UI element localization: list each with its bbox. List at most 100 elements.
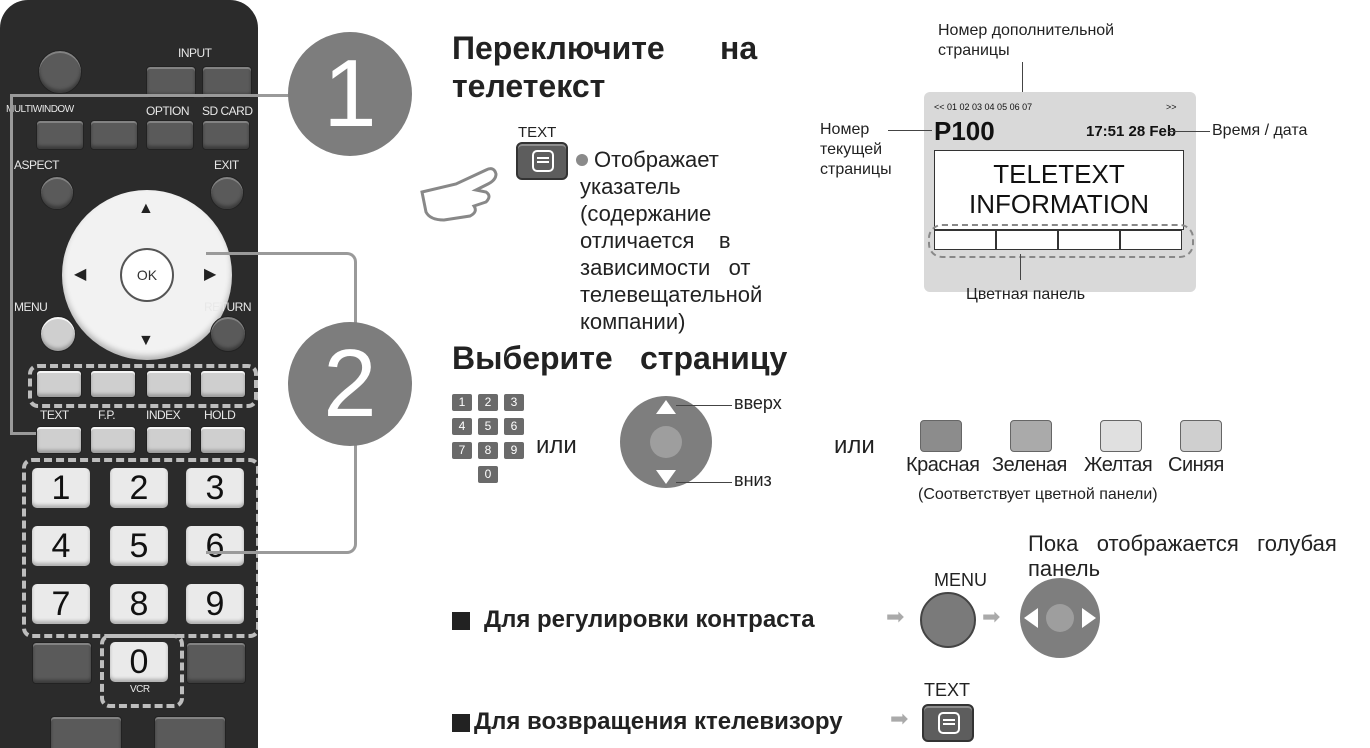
step-1-desc-2: (содержание [580, 201, 712, 226]
color-blue-label: Синяя [1168, 454, 1224, 476]
menu-label: MENU [14, 300, 48, 314]
red-button[interactable] [36, 370, 82, 398]
page-number: P100 [934, 116, 995, 146]
step-2-badge: 2 [288, 322, 412, 446]
color-panel-cells [934, 230, 1182, 250]
index-label: INDEX [146, 408, 181, 422]
keypad-8: 8 [478, 442, 498, 459]
exit-button[interactable] [210, 176, 244, 210]
sdcard-button[interactable] [202, 120, 250, 150]
blank-button[interactable] [90, 120, 138, 150]
green-button-illustration [1010, 420, 1052, 452]
contrast-label: Для регулировки контраста [484, 606, 815, 633]
current-label-1: текущей [820, 141, 883, 158]
color-green-label: Зеленая [992, 454, 1067, 476]
bottom-left-button[interactable] [50, 716, 122, 748]
subpage-label-1: Номер дополнительной [938, 22, 1115, 39]
return-label: RETURN [204, 300, 252, 314]
down-arrow-icon[interactable]: ▼ [138, 332, 154, 349]
digit-5-button[interactable]: 5 [110, 526, 168, 566]
down-label: вниз [734, 470, 772, 490]
blue-button[interactable] [200, 370, 246, 398]
digit-8-button[interactable]: 8 [110, 584, 168, 624]
digit-3-button[interactable]: 3 [186, 468, 244, 508]
teletext-info-box: TELETEXT INFORMATION [934, 150, 1184, 230]
digit-7-button[interactable]: 7 [32, 584, 90, 624]
multiwindow-button[interactable] [36, 120, 84, 150]
bullet-square-icon [452, 714, 470, 732]
left-arrow-icon[interactable]: ◀ [74, 266, 87, 283]
pointer-line [888, 130, 932, 131]
down-arrow-icon [656, 470, 676, 484]
digit-9-button[interactable]: 9 [186, 584, 244, 624]
yellow-button[interactable] [146, 370, 192, 398]
aspect-button[interactable] [40, 176, 74, 210]
menu-caption: MENU [934, 570, 987, 590]
connector-line [10, 94, 340, 97]
step-1-desc-3: отличается в [580, 228, 731, 253]
pointer-line [676, 405, 732, 406]
digit-1-button[interactable]: 1 [32, 468, 90, 508]
green-button[interactable] [90, 370, 136, 398]
step-1-desc-1: указатель [580, 174, 681, 199]
index-button[interactable] [146, 426, 192, 454]
dpad[interactable]: ▲ ▼ ◀ ▶ OK [62, 190, 232, 360]
up-label: вверх [734, 393, 782, 413]
keypad-3: 3 [504, 394, 524, 411]
up-arrow-icon [656, 400, 676, 414]
hold-label: HOLD [204, 408, 236, 422]
step-1-badge: 1 [288, 32, 412, 156]
time-label: Время / дата [1212, 122, 1308, 139]
vcr-label: VCR [130, 684, 150, 695]
contrast-note-1: Пока отображается голубая [1028, 531, 1337, 556]
nav-disc-center [1046, 604, 1074, 632]
current-label-2: страницы [820, 161, 892, 178]
fp-button[interactable] [90, 426, 136, 454]
option-label: OPTION [146, 104, 190, 118]
or-label-1: или [536, 432, 577, 459]
hold-button[interactable] [200, 426, 246, 454]
keypad-4: 4 [452, 418, 472, 435]
bullet-square-icon [452, 612, 470, 630]
digit-2-button[interactable]: 2 [110, 468, 168, 508]
color-panel-label: Цветная панель [966, 286, 1086, 303]
menu-button-illustration [920, 592, 976, 648]
blue-button-illustration [1180, 420, 1222, 452]
keypad-2: 2 [478, 394, 498, 411]
arrow-right-icon: ➡ [886, 604, 905, 629]
text-button-illustration-2 [922, 704, 974, 742]
text-label: TEXT [40, 408, 69, 422]
digit-4-button[interactable]: 4 [32, 526, 90, 566]
pointer-line [1168, 131, 1210, 132]
step-2-title-b: страницу [640, 340, 788, 376]
text-button-caption: TEXT [518, 124, 557, 141]
ok-button[interactable]: OK [120, 248, 174, 302]
fp-label: F.P. [98, 408, 116, 422]
teletext-icon [938, 712, 960, 734]
keypad-7: 7 [452, 442, 472, 459]
power-button[interactable] [38, 50, 82, 94]
up-arrow-icon[interactable]: ▲ [138, 200, 154, 217]
text-button[interactable] [36, 426, 82, 454]
input-button-1[interactable] [146, 66, 196, 98]
menu-button[interactable] [40, 316, 76, 352]
keypad-6: 6 [504, 418, 524, 435]
blank-right-button[interactable] [186, 642, 246, 684]
blank-left-button[interactable] [32, 642, 92, 684]
subpage-next: >> [1166, 102, 1177, 112]
keypad-0: 0 [478, 466, 498, 483]
hand-pointer-icon [420, 167, 498, 222]
or-label-2: или [834, 432, 875, 459]
right-arrow-icon[interactable]: ▶ [204, 266, 217, 283]
nav-disc-lr [1020, 578, 1100, 658]
pointer-line [676, 482, 732, 483]
input-button-2[interactable] [202, 66, 252, 98]
connector-line [10, 94, 13, 432]
step-1-desc-4: зависимости от [580, 255, 751, 280]
return-button[interactable] [210, 316, 246, 352]
digit-0-button[interactable]: 0 [110, 642, 168, 682]
arrow-right-icon: ➡ [890, 706, 909, 731]
option-button[interactable] [146, 120, 194, 150]
bottom-right-button[interactable] [154, 716, 226, 748]
text-caption: TEXT [924, 680, 971, 700]
